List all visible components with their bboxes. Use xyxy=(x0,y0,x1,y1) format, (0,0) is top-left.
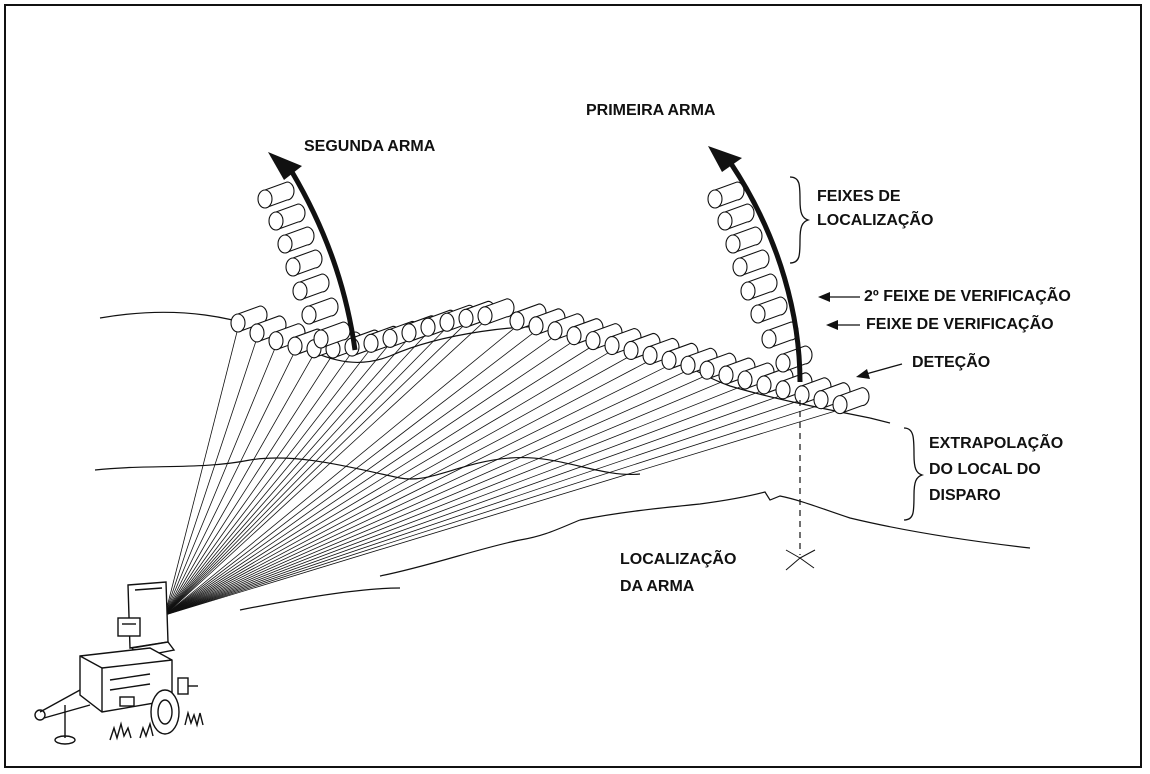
terrain-far-right xyxy=(869,417,891,424)
terrain-valley xyxy=(379,519,581,577)
second-verification-pointer xyxy=(818,292,860,302)
fan-line xyxy=(164,350,296,616)
terrain-valley-right xyxy=(579,491,1031,549)
fan-line xyxy=(164,399,803,616)
fan-line xyxy=(164,351,353,616)
fan-line xyxy=(164,389,765,616)
fan-line xyxy=(164,331,429,616)
extrapolation-label-line1: EXTRAPOLAÇÃO xyxy=(929,435,1064,452)
beam-cylinder xyxy=(268,323,306,351)
second-weapon-beam xyxy=(285,249,323,277)
second-verification-beam-label: 2º FEIXE DE VERIFICAÇÃO xyxy=(864,288,1071,305)
fan-line xyxy=(164,327,239,616)
location-beams-label-line2: LOCALIZAÇÃO xyxy=(817,212,934,229)
first-weapon-beam xyxy=(761,321,799,349)
first-weapon-beam xyxy=(732,249,770,277)
detection-pointer xyxy=(856,363,903,379)
fan-line xyxy=(164,325,518,616)
fan-line xyxy=(164,323,467,616)
first-weapon-label: PRIMEIRA ARMA xyxy=(586,102,716,119)
beam-cylinder xyxy=(230,305,268,333)
first-weapon-beam xyxy=(707,181,745,209)
fan-line xyxy=(164,337,410,616)
location-beams-label-line1: FEIXES DE xyxy=(817,188,901,205)
beam-cylinder xyxy=(718,357,756,385)
fan-line xyxy=(164,345,277,616)
fan-line xyxy=(164,360,651,616)
verification-beam-label: FEIXE DE VERIFICAÇÃO xyxy=(866,316,1054,333)
fan-line xyxy=(164,335,556,616)
fan-line xyxy=(164,350,613,616)
extrapolation-brace xyxy=(903,427,925,521)
extrapolation-label-line3: DISPARO xyxy=(929,487,1001,504)
detection-label: DETEÇÃO xyxy=(912,354,991,371)
first-weapon-beam xyxy=(750,296,788,324)
beam-cylinder xyxy=(813,382,851,410)
first-weapon-arrow xyxy=(708,146,803,383)
weapon-location-marker xyxy=(785,549,816,571)
fan-line xyxy=(164,320,486,616)
fan-line xyxy=(164,355,632,616)
fan-line xyxy=(164,379,727,616)
fan-line xyxy=(164,340,575,616)
fan-line xyxy=(164,353,315,616)
second-weapon-beam xyxy=(292,273,330,301)
fan-line xyxy=(164,353,334,616)
verification-pointer xyxy=(826,320,860,330)
first-weapon-beam xyxy=(717,203,755,231)
beam-cylinder xyxy=(566,318,604,346)
fan-line xyxy=(164,369,689,616)
second-weapon-beam xyxy=(301,297,339,325)
second-weapon-beam xyxy=(313,321,351,349)
first-weapon-beam xyxy=(725,226,763,254)
second-weapon-beam xyxy=(257,181,295,209)
fan-line xyxy=(164,409,841,616)
fan-line xyxy=(164,348,372,616)
beam-cylinder xyxy=(528,308,566,336)
fan-line xyxy=(164,364,670,616)
second-weapon-beam xyxy=(277,226,315,254)
radar-trailer-icon xyxy=(34,581,204,745)
beam-cylinders xyxy=(230,181,870,415)
beam-fan-lines xyxy=(164,320,841,616)
first-weapon-beam xyxy=(775,345,813,373)
beam-cylinder xyxy=(477,298,515,326)
fan-line xyxy=(164,343,391,616)
weapon-location-label-line2: DA ARMA xyxy=(620,578,695,595)
weapon-location-label-line1: LOCALIZAÇÃO xyxy=(620,551,737,568)
fan-line xyxy=(164,374,708,616)
diagram-frame xyxy=(4,4,1142,768)
first-weapon-beam xyxy=(740,273,778,301)
fan-line xyxy=(164,345,594,616)
fan-line xyxy=(164,404,822,616)
beam-cylinder xyxy=(585,323,623,351)
terrain-mid xyxy=(94,456,641,480)
second-weapon-beam xyxy=(268,203,306,231)
second-weapon-arrow xyxy=(268,152,358,351)
fan-line xyxy=(164,394,784,616)
extrapolation-label-line2: DO LOCAL DO xyxy=(929,461,1041,478)
fan-line xyxy=(164,337,258,616)
fan-line xyxy=(164,330,537,616)
terrain-front xyxy=(239,587,401,611)
fan-line xyxy=(164,384,746,616)
fan-line xyxy=(164,326,448,616)
location-beams-brace xyxy=(789,176,811,264)
second-weapon-label: SEGUNDA ARMA xyxy=(304,138,436,155)
beam-cylinder xyxy=(737,362,775,390)
beam-cylinder xyxy=(832,387,870,415)
